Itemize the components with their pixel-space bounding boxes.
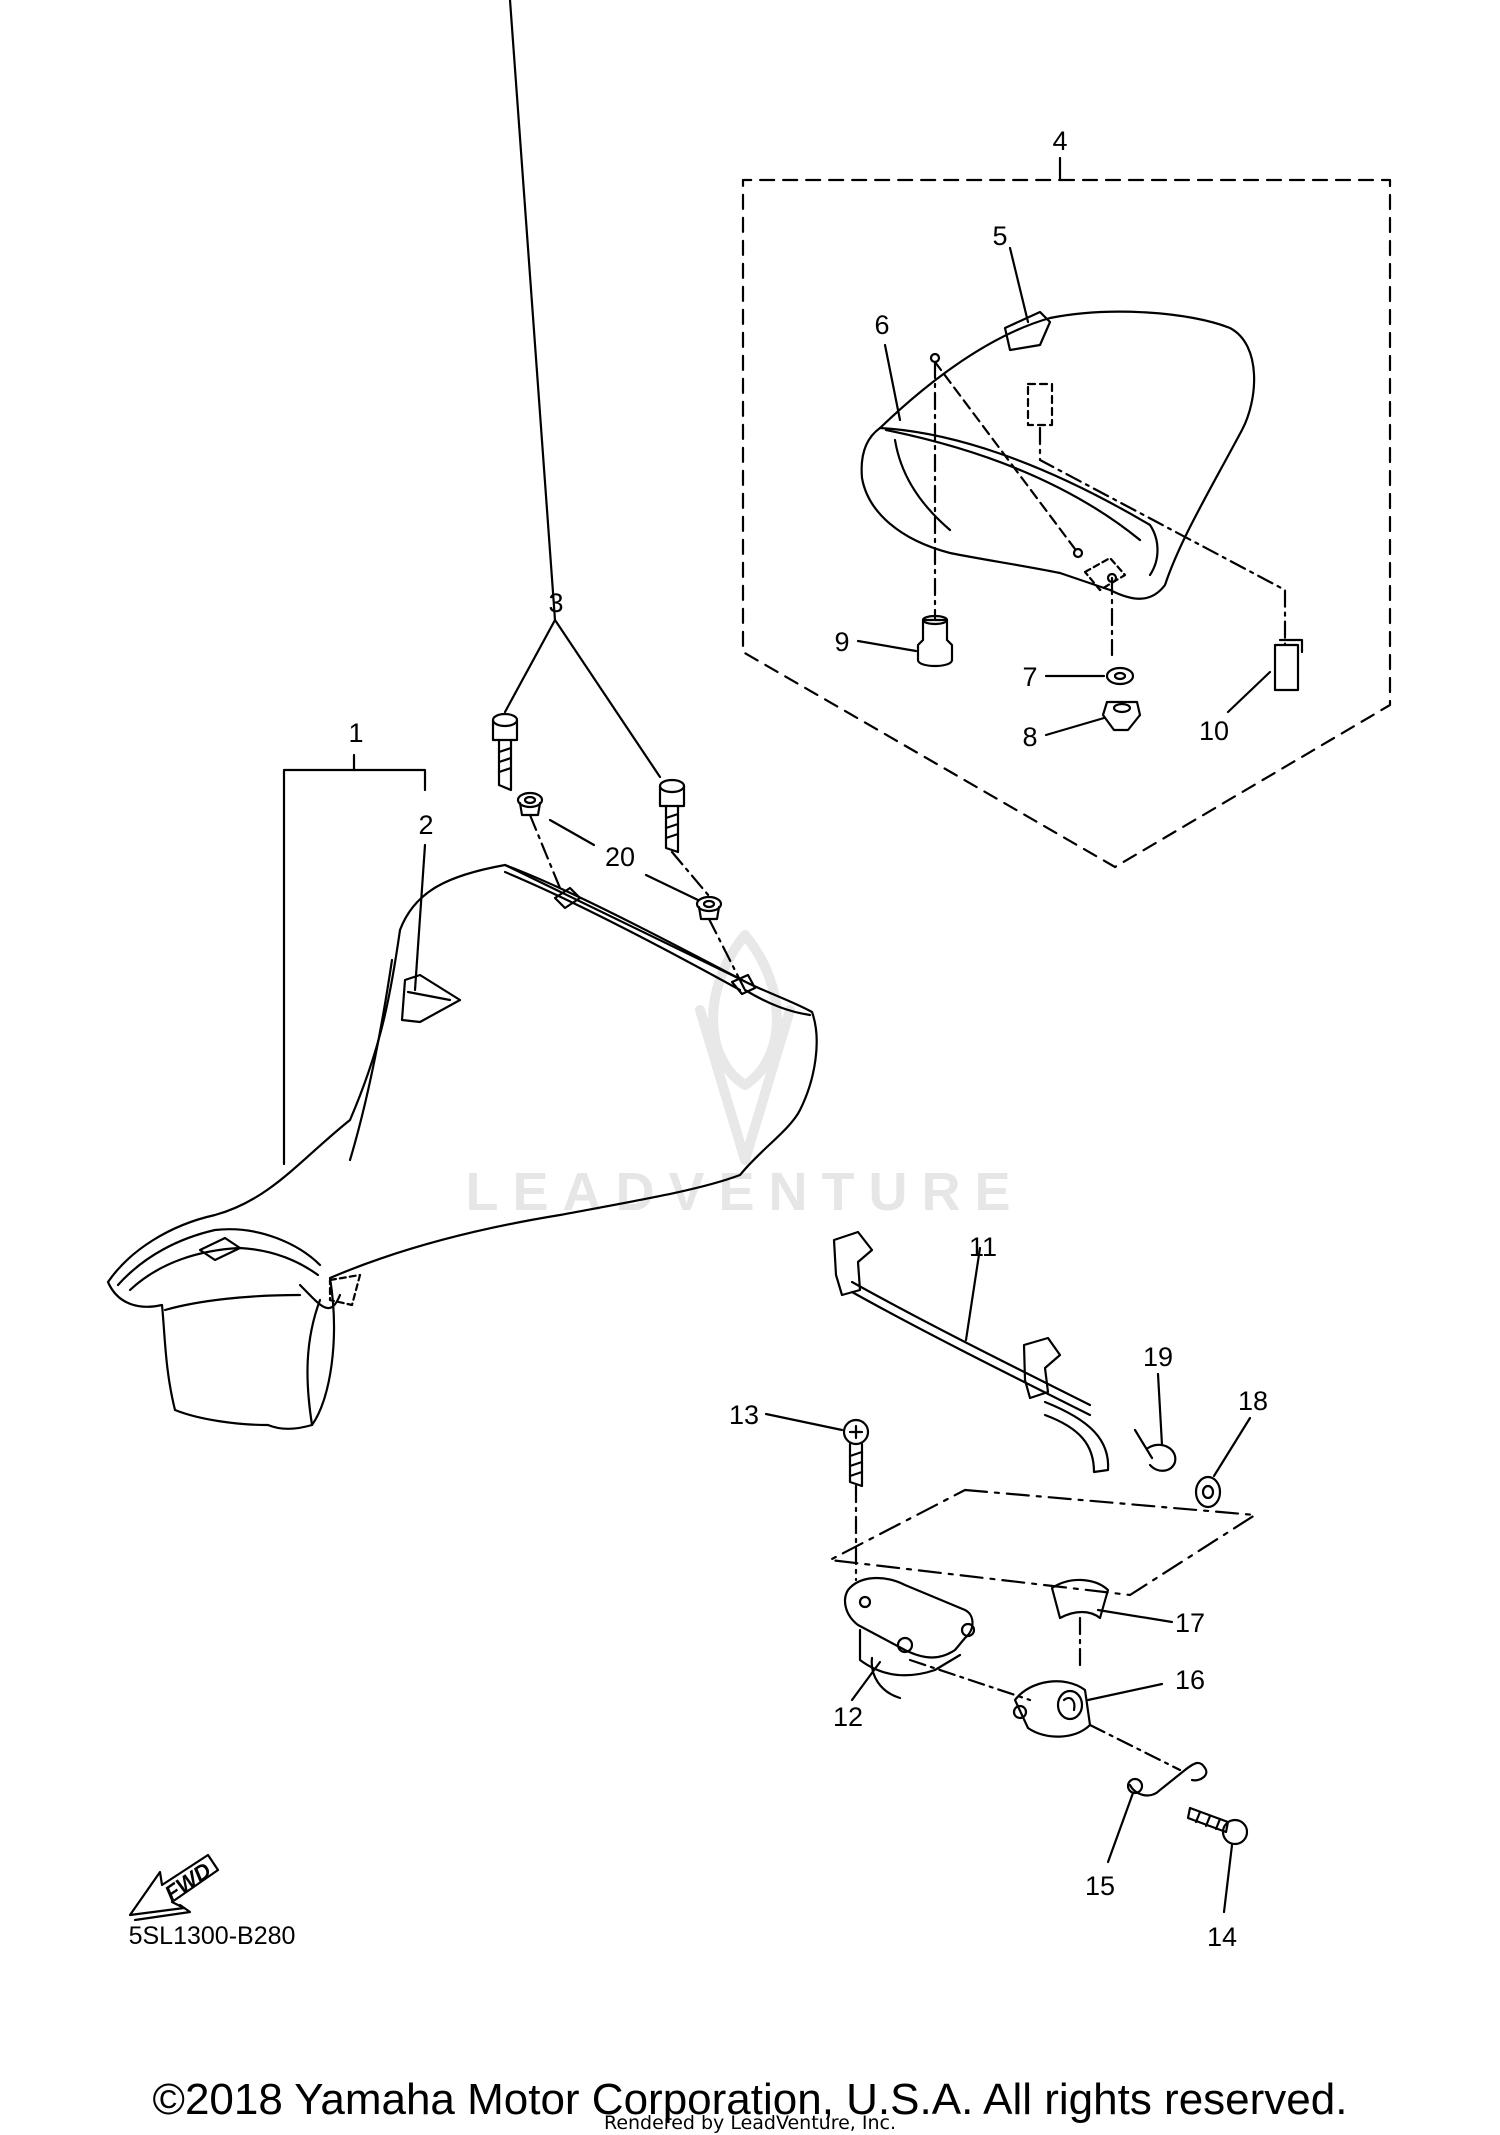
callout-18: 18 — [1238, 1386, 1268, 1416]
part-20-grommet-right — [695, 895, 723, 921]
bolts-group — [491, 0, 747, 992]
watermark: LEADVENTURE — [465, 930, 1024, 1222]
callout-19: 19 — [1143, 1342, 1173, 1372]
callout-2: 2 — [418, 810, 433, 840]
callout-20: 20 — [605, 842, 635, 872]
cowl-label-outline — [1026, 382, 1054, 427]
callout-15: 15 — [1085, 1871, 1115, 1901]
part-3-bolt-left — [491, 712, 519, 792]
part-1-seat — [106, 863, 818, 1430]
rendered-by-credit: Rendered by LeadVenture, Inc. — [603, 2112, 897, 2134]
part-7-washer — [1105, 666, 1135, 686]
callout-1: 1 — [348, 718, 363, 748]
part-2-label-sticker — [400, 973, 462, 1024]
watermark-text: LEADVENTURE — [465, 1162, 1024, 1222]
part-14-bolt — [1186, 1806, 1249, 1914]
callout-4: 4 — [1052, 126, 1067, 156]
part-15-lock-cable — [1106, 1761, 1208, 1864]
callout-9: 9 — [834, 627, 849, 657]
callout-16: 16 — [1175, 1665, 1205, 1695]
callout-6: 6 — [874, 310, 889, 340]
part-13-screw — [764, 1412, 870, 1582]
callout-12: 12 — [833, 1702, 863, 1732]
part-9-grommet — [916, 614, 954, 668]
callout-8: 8 — [1022, 722, 1037, 752]
seat-group — [106, 753, 818, 1430]
part-10-damper — [1273, 638, 1304, 692]
rear-cowl-group — [741, 156, 1392, 869]
part-8-nut — [1101, 700, 1142, 732]
part-16-lock-cylinder — [1012, 1680, 1182, 1772]
reference-code: 5SL1300-B280 — [129, 1922, 296, 1950]
lock-group — [764, 1230, 1257, 1914]
part-18-washer — [1194, 1416, 1252, 1509]
part-17-clip — [1050, 1578, 1174, 1672]
callout-14: 14 — [1207, 1922, 1237, 1952]
callout-5: 5 — [992, 221, 1007, 251]
callout-13: 13 — [729, 1400, 759, 1430]
fwd-label: FWD — [160, 1857, 216, 1906]
callout-3: 3 — [548, 588, 563, 618]
group-4-boundary — [741, 178, 1392, 869]
cowl-sticker — [1003, 310, 1052, 352]
fwd-arrow-icon: FWD — [128, 1853, 220, 1922]
callout-7: 7 — [1022, 662, 1037, 692]
part-3-bolt-right — [658, 778, 686, 854]
leadventure-logo-icon — [695, 930, 795, 1165]
part-19-clip — [1133, 1372, 1177, 1472]
callout-11: 11 — [969, 1232, 997, 1262]
callout-17: 17 — [1175, 1608, 1205, 1638]
part-11-seat-rod — [832, 1230, 1110, 1474]
part-20-grommet-left — [516, 791, 544, 817]
callout-10: 10 — [1199, 716, 1229, 746]
rear-seat-cowl — [860, 310, 1256, 600]
copyright-notice: ©2018 Yamaha Motor Corporation, U.S.A. A… — [152, 2075, 1348, 2124]
callout-labels: 1 2 3 4 5 6 7 8 9 10 11 12 13 14 15 16 1… — [348, 126, 1268, 1952]
part-12-lock-housing — [843, 1576, 1032, 1702]
